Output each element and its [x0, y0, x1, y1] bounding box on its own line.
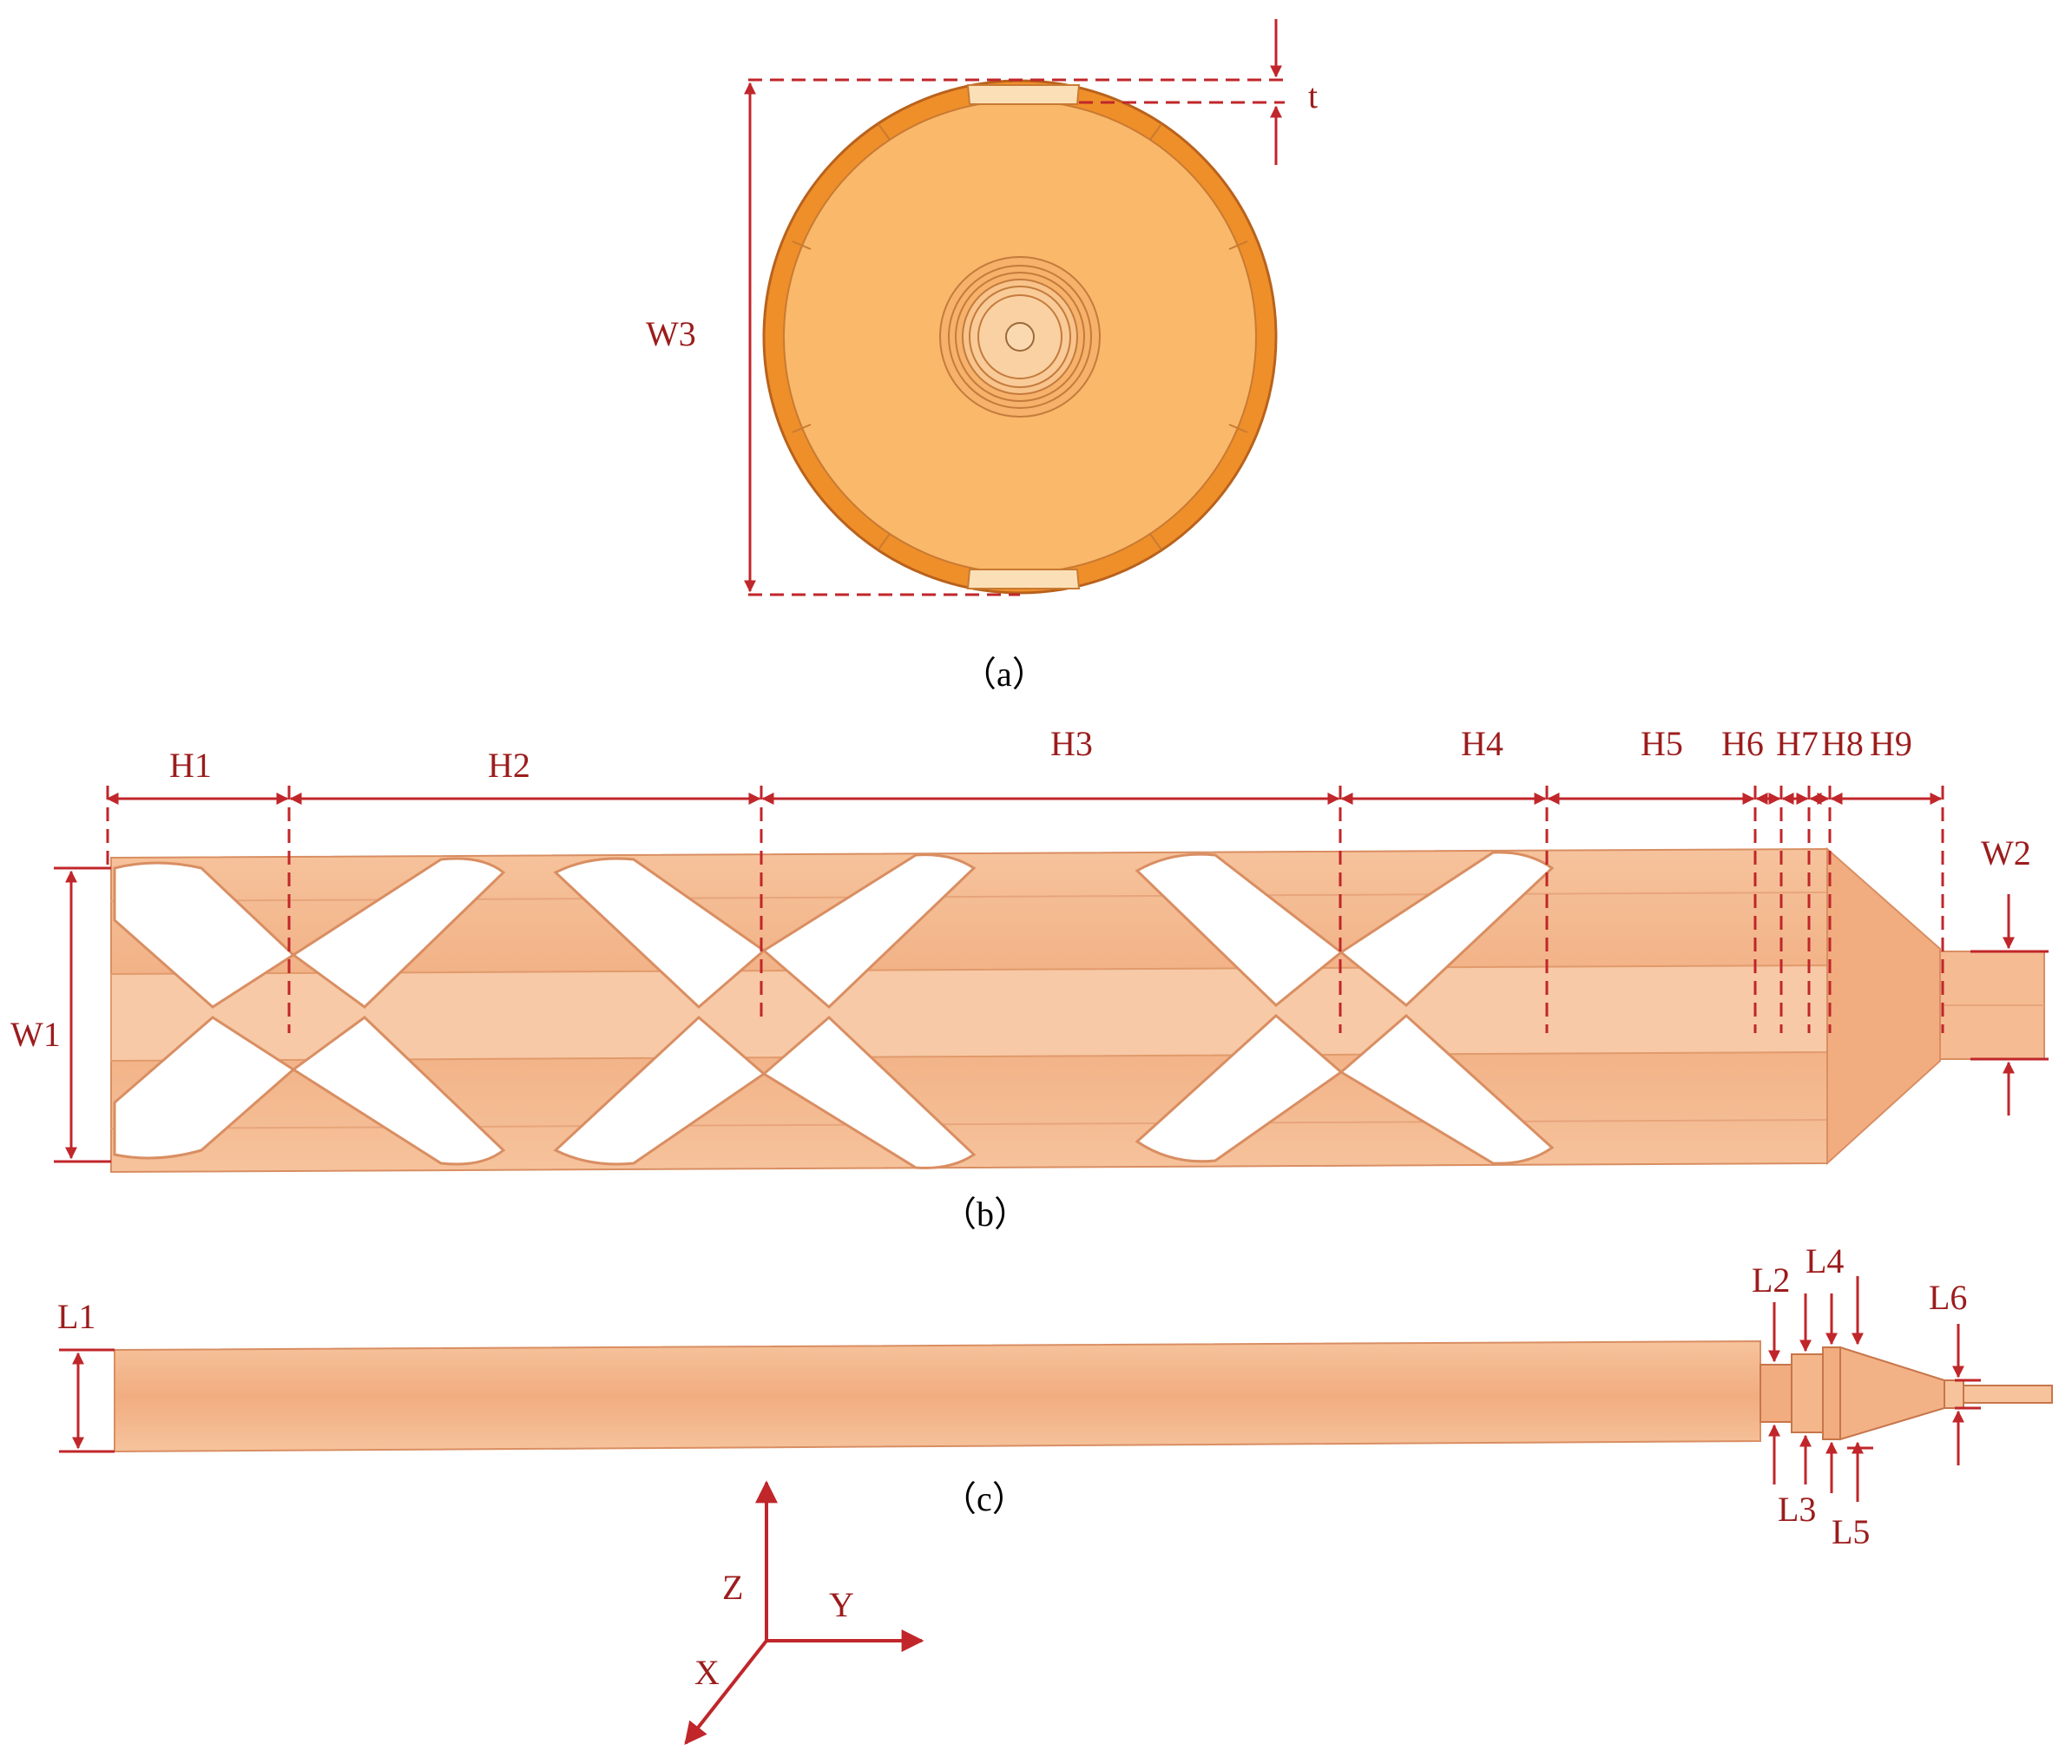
h8-label: H8	[1821, 724, 1864, 763]
taper-cone	[1826, 846, 1941, 1166]
slot-3a	[553, 857, 766, 1010]
core-pin	[1005, 322, 1035, 352]
l3-label: L3	[1778, 1490, 1816, 1529]
panel-c: L1 L2 L3 L4 L5 L6 （c）	[57, 1241, 2053, 1551]
side-cone	[1839, 1346, 1945, 1441]
side-cylinder	[114, 1339, 1761, 1453]
y-axis-label: Y	[829, 1585, 854, 1624]
slot-5b	[1135, 1013, 1344, 1163]
h4-label: H4	[1461, 724, 1503, 763]
slot-4a	[761, 853, 977, 1010]
h6-label: H6	[1721, 724, 1764, 763]
disk	[762, 79, 1278, 595]
z-axis-label: Z	[722, 1568, 743, 1607]
t-label: t	[1308, 76, 1318, 115]
slot-6a	[1339, 851, 1555, 1007]
slot-1a	[113, 861, 296, 1009]
l4-label: L4	[1806, 1241, 1844, 1280]
h5-label: H5	[1641, 724, 1683, 763]
h1-label: H1	[169, 746, 212, 785]
x-axis-label: X	[694, 1653, 720, 1692]
slot-4b	[761, 1015, 977, 1169]
slot-2a	[291, 857, 506, 1009]
caption-c: （c）	[942, 1479, 1027, 1518]
x-axis	[684, 1639, 768, 1746]
disk-notch-bottom	[966, 569, 1081, 589]
slot-1b	[113, 1016, 296, 1160]
l-dimension-arrows	[1768, 1276, 1981, 1502]
caption-a: （a）	[962, 655, 1047, 694]
caption-b: （b）	[942, 1195, 1029, 1234]
side-pin	[1963, 1385, 2053, 1404]
t-dimension	[1079, 19, 1285, 165]
step-2	[1791, 1353, 1824, 1433]
panel-a: W3 t （a）	[646, 19, 1318, 694]
side-feed	[1944, 1379, 1964, 1409]
disk-notch-top	[966, 84, 1081, 105]
step-1	[1760, 1364, 1792, 1423]
w1-label: W1	[10, 1015, 61, 1054]
slot-6b	[1339, 1013, 1555, 1165]
l6-label: L6	[1929, 1278, 1967, 1317]
slot-2b	[291, 1016, 506, 1166]
h9-label: H9	[1870, 724, 1912, 763]
l2-label: L2	[1752, 1260, 1790, 1300]
h2-label: H2	[488, 746, 530, 785]
w1-dimension	[54, 866, 111, 1163]
h7-label: H7	[1776, 724, 1819, 763]
w2-label: W2	[1981, 833, 2031, 872]
w2-dimension	[1970, 894, 2049, 1116]
w3-label: W3	[646, 314, 696, 353]
step-3	[1822, 1346, 1841, 1440]
panel-b: H1 H2 H3 H4 H5 H6 H7 H8 H9 W1 W2 （b）	[10, 724, 2049, 1234]
l1-dimension	[59, 1348, 115, 1453]
coordinate-axes	[684, 1480, 924, 1746]
h-dimension-chain	[106, 786, 1944, 1033]
slot-5a	[1135, 852, 1344, 1008]
slot-3b	[553, 1015, 766, 1166]
h3-label: H3	[1050, 724, 1093, 763]
l1-label: L1	[57, 1297, 95, 1336]
slot-group	[113, 851, 1555, 1169]
w3-dimension	[744, 78, 1285, 596]
l5-label: L5	[1832, 1512, 1870, 1551]
